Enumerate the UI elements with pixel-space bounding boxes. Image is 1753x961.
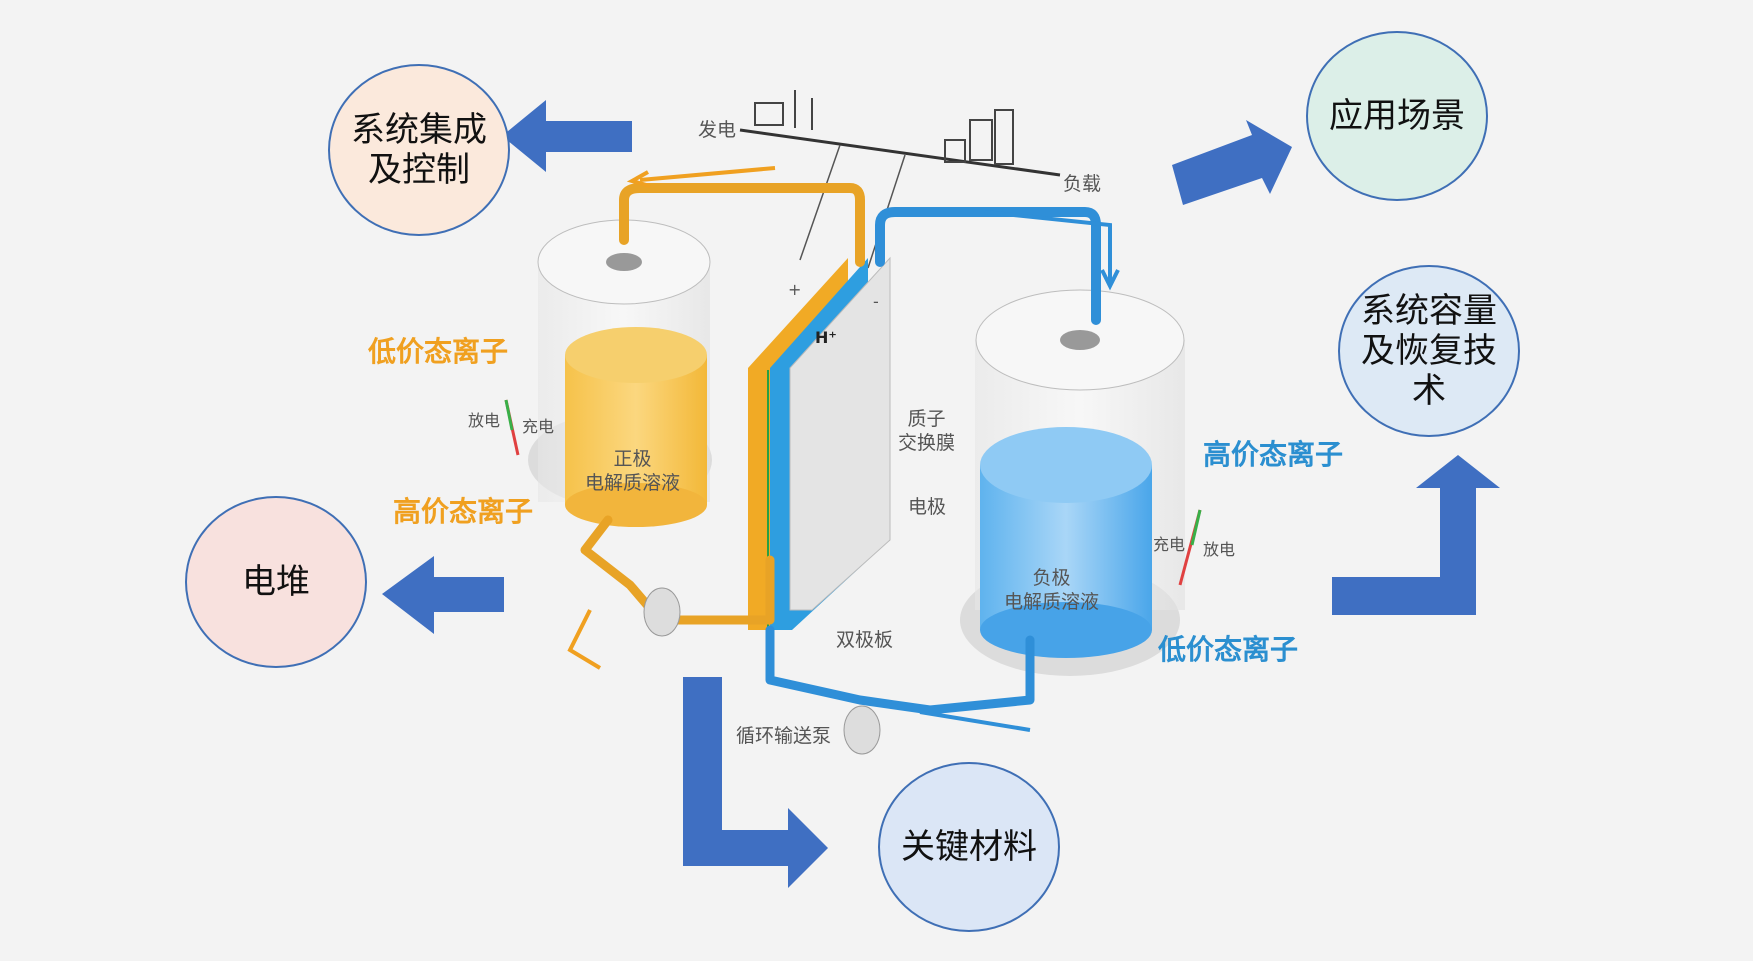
right-charge-label: 充电 xyxy=(1153,535,1186,554)
generation-label: 发电 xyxy=(698,119,737,141)
flow-arrows xyxy=(567,166,1120,732)
circle-capacity: 系统容量 及恢复技 术 xyxy=(1338,265,1520,437)
negative-electrolyte-label: 负极 电解质溶液 xyxy=(1004,567,1100,613)
power-line xyxy=(739,90,1061,269)
cell-stack xyxy=(748,256,891,630)
electrode-label: 电极 xyxy=(908,496,947,518)
building-icon xyxy=(969,119,993,161)
circle-system-integration: 系统集成 及控制 xyxy=(328,64,510,236)
pump-label: 循环输送泵 xyxy=(736,725,832,747)
right-discharge-label: 放电 xyxy=(1203,540,1236,559)
arrow-up-right xyxy=(1172,120,1292,205)
circle-application: 应用场景 xyxy=(1306,31,1488,201)
arrow-turn-up xyxy=(1332,455,1500,615)
load-label: 负载 xyxy=(1063,173,1102,195)
arrow-left-mid xyxy=(382,556,504,634)
plus-terminal-label: + xyxy=(788,280,802,299)
left-charge-label: 充电 xyxy=(522,417,555,436)
right-pump-icon xyxy=(843,705,881,755)
left-pump-icon xyxy=(643,587,681,637)
circle-application-label: 应用场景 xyxy=(1329,96,1465,136)
circle-key-materials-label: 关键材料 xyxy=(901,827,1037,867)
circle-key-materials: 关键材料 xyxy=(878,762,1060,932)
bipolar-plate-label: 双极板 xyxy=(836,629,894,651)
positive-tank xyxy=(528,219,712,527)
circle-stack: 电堆 xyxy=(185,496,367,668)
negative-tank xyxy=(960,289,1185,676)
circle-system-integration-label: 系统集成 及控制 xyxy=(351,110,487,190)
right-low-ion-label: 低价态离子 xyxy=(1158,633,1299,666)
arrow-turn-right xyxy=(683,677,828,888)
right-high-ion-label: 高价态离子 xyxy=(1203,438,1344,471)
circle-capacity-label: 系统容量 及恢复技 术 xyxy=(1361,291,1497,411)
circle-stack-label: 电堆 xyxy=(242,562,310,602)
proton-membrane-label: 质子 交换膜 xyxy=(898,408,956,454)
left-high-ion-label: 高价态离子 xyxy=(393,495,534,528)
left-low-ion-label: 低价态离子 xyxy=(368,335,509,368)
left-discharge-label: 放电 xyxy=(468,411,501,430)
solar-panel-icon xyxy=(754,102,784,126)
proton-label: H⁺ xyxy=(815,328,837,347)
arrow-left-top xyxy=(502,100,632,172)
big-arrows xyxy=(382,100,1500,888)
positive-electrolyte-label: 正极 电解质溶液 xyxy=(585,448,681,494)
minus-terminal-label: - xyxy=(873,292,879,311)
